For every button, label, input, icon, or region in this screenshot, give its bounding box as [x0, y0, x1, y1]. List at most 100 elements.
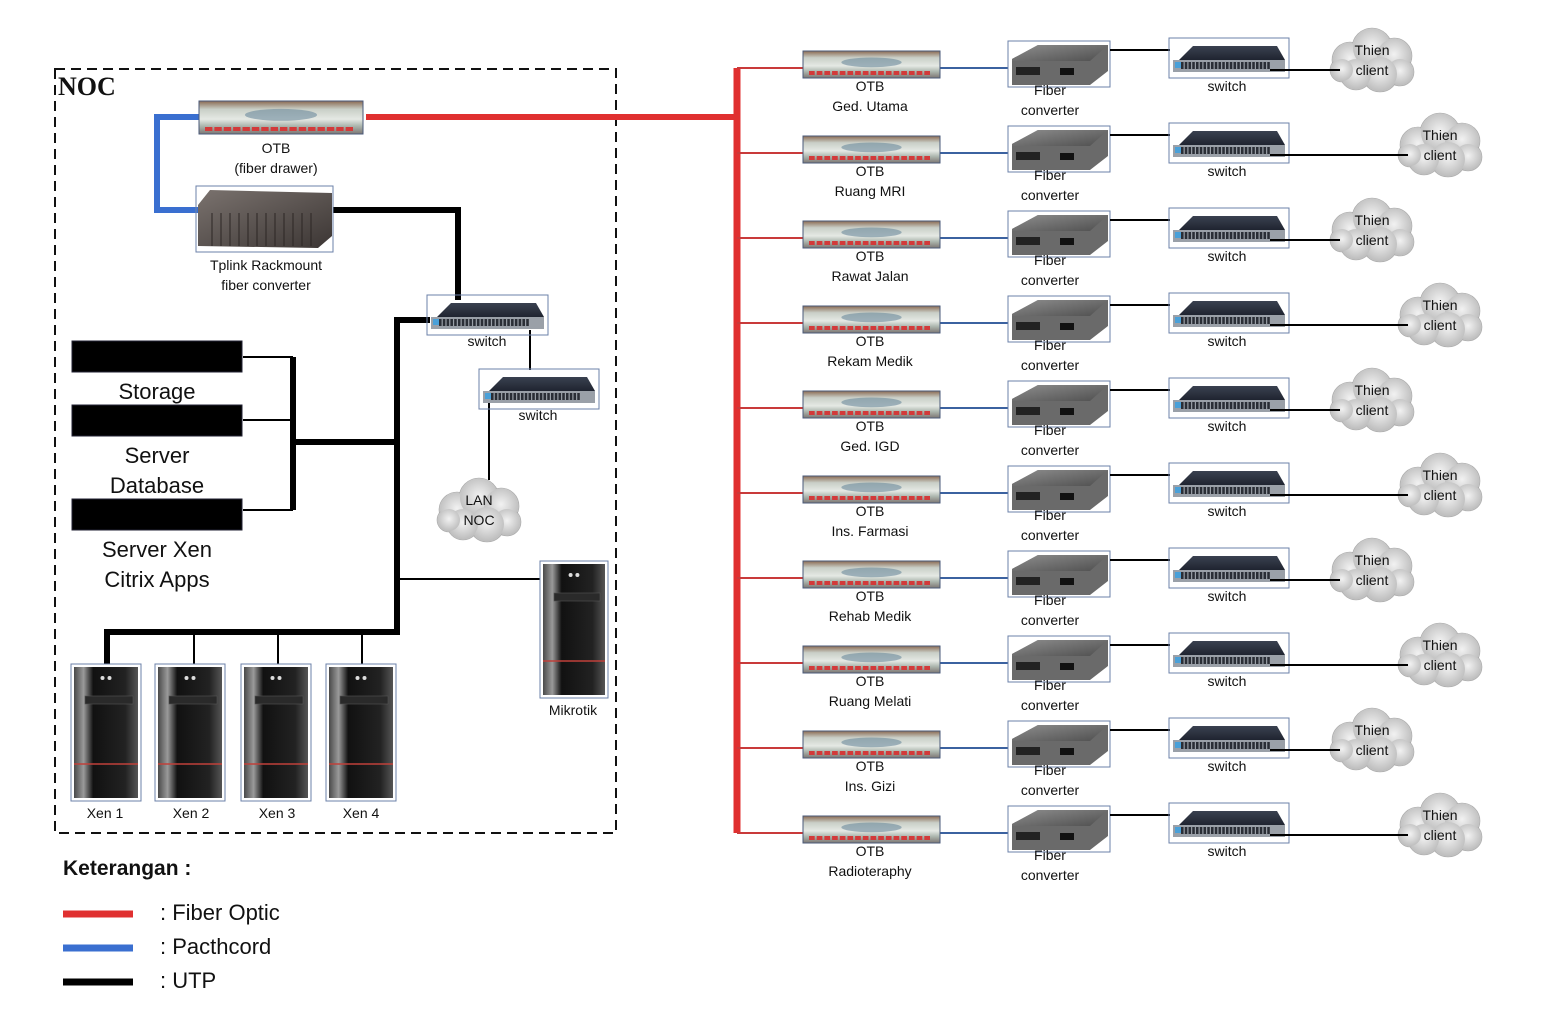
branch-switch: [1168, 37, 1290, 79]
branch-converter-label-1: Fiber: [1034, 167, 1066, 183]
branch-otb-label: OTB: [855, 248, 885, 264]
branch-converter-label-2: converter: [1020, 697, 1080, 713]
noc-switch2-label: switch: [518, 407, 558, 423]
tplink-rackmount-converter: [195, 185, 334, 253]
branch-converter-label-1: Fiber: [1034, 677, 1066, 693]
branch-client-label-2: client: [1423, 487, 1457, 503]
branch-row-4: [737, 282, 1483, 348]
lan-noc-cloud: [436, 477, 522, 543]
branch-client-label-1: Thien: [1422, 637, 1458, 653]
branch-otb: [802, 220, 941, 249]
thin-client-cloud: [1397, 792, 1483, 858]
legend-fiber-label: : Fiber Optic: [160, 900, 280, 925]
thin-client-cloud: [1329, 707, 1415, 773]
branch-row-10: [737, 792, 1483, 858]
xen-1-label: Xen 1: [86, 805, 124, 821]
branch-fiber-converter: [1007, 465, 1111, 513]
noc-switch1-label: switch: [467, 333, 507, 349]
branch-converter-label-2: converter: [1020, 102, 1080, 118]
branch-switch: [1168, 632, 1290, 674]
branch-client-label-2: client: [1355, 62, 1389, 78]
branch-client-label-1: Thien: [1354, 42, 1390, 58]
noc-otb-label: OTB: [261, 140, 291, 156]
branch-converter-label-2: converter: [1020, 272, 1080, 288]
branch-fiber-converter: [1007, 295, 1111, 343]
branch-client-label-1: Thien: [1354, 382, 1390, 398]
branch-converter-label-1: Fiber: [1034, 422, 1066, 438]
branch-client-label-1: Thien: [1354, 212, 1390, 228]
mikrotik-tower: [539, 560, 609, 699]
legend-utp-label: : UTP: [160, 968, 217, 993]
storage-label: Storage: [118, 379, 196, 404]
thin-client-cloud: [1397, 282, 1483, 348]
branch-client-label-2: client: [1355, 232, 1389, 248]
branch-row-8: [737, 622, 1483, 688]
branch-location-label: Rehab Medik: [828, 608, 912, 624]
server-xen-label-1: Server Xen: [101, 537, 213, 562]
branch-switch-label: switch: [1207, 588, 1247, 604]
branch-otb-label: OTB: [855, 333, 885, 349]
branch-fiber-converter: [1007, 380, 1111, 428]
branch-fiber-converter: [1007, 720, 1111, 768]
lan-noc-label-2: NOC: [463, 512, 495, 528]
noc-switch-2: [478, 368, 600, 410]
branch-converter-label-1: Fiber: [1034, 762, 1066, 778]
branch-otb-label: OTB: [855, 758, 885, 774]
rackmount-label: Tplink Rackmount: [209, 257, 323, 273]
branch-location-label: Radioteraphy: [828, 863, 912, 879]
xen-1-tower: [70, 663, 142, 802]
utp-server-taps: [243, 356, 293, 511]
branch-switch: [1168, 547, 1290, 589]
branch-fiber-converter: [1007, 635, 1111, 683]
branch-switch-label: switch: [1207, 248, 1247, 264]
branch-converter-label-1: Fiber: [1034, 592, 1066, 608]
branch-switch: [1168, 717, 1290, 759]
server-database-unit: [71, 404, 243, 437]
utp-rackmount-to-switch1: [333, 207, 461, 300]
branch-fiber-converter: [1007, 125, 1111, 173]
branch-switch-label: switch: [1207, 163, 1247, 179]
branch-client-label-2: client: [1355, 402, 1389, 418]
branch-client-label-2: client: [1423, 657, 1457, 673]
branch-otb: [802, 390, 941, 419]
branch-converter-label-1: Fiber: [1034, 847, 1066, 863]
branch-client-label-2: client: [1423, 147, 1457, 163]
branch-row-6: [737, 452, 1483, 518]
thin-client-cloud: [1329, 27, 1415, 93]
branch-row-2: [737, 112, 1483, 178]
branch-location-label: Ins. Gizi: [844, 778, 896, 794]
legend-title: Keterangan :: [63, 857, 192, 880]
branch-client-label-2: client: [1423, 317, 1457, 333]
branch-otb: [802, 730, 941, 759]
branch-client-label-1: Thien: [1354, 552, 1390, 568]
branch-otb: [802, 475, 941, 504]
branch-client-label-2: client: [1355, 742, 1389, 758]
branch-converter-label-2: converter: [1020, 867, 1080, 883]
branch-converter-label-2: converter: [1020, 187, 1080, 203]
branch-switch-label: switch: [1207, 673, 1247, 689]
branch-switch: [1168, 292, 1290, 334]
branch-switch-label: switch: [1207, 333, 1247, 349]
branch-otb-label: OTB: [855, 78, 885, 94]
branch-location-label: Ruang Melati: [828, 693, 912, 709]
xen-3-tower: [240, 663, 312, 802]
branch-otb: [802, 50, 941, 79]
xen-2-label: Xen 2: [172, 805, 210, 821]
noc-switch-1: [426, 294, 549, 336]
noc-otb-fiber-drawer: [198, 100, 364, 135]
branch-otb: [802, 305, 941, 334]
branch-client-label-1: Thien: [1422, 297, 1458, 313]
server-database-label-2: Database: [109, 473, 205, 498]
branch-otb: [802, 560, 941, 589]
branch-converter-label-1: Fiber: [1034, 337, 1066, 353]
branch-location-label: Ged. IGD: [840, 438, 900, 454]
branch-converter-label-2: converter: [1020, 442, 1080, 458]
branch-switch-label: switch: [1207, 843, 1247, 859]
branch-switch-label: switch: [1207, 503, 1247, 519]
utp-core-trunk: [104, 317, 430, 665]
branch-otb-label: OTB: [855, 588, 885, 604]
branch-switch: [1168, 207, 1290, 249]
storage-unit: [71, 340, 243, 373]
